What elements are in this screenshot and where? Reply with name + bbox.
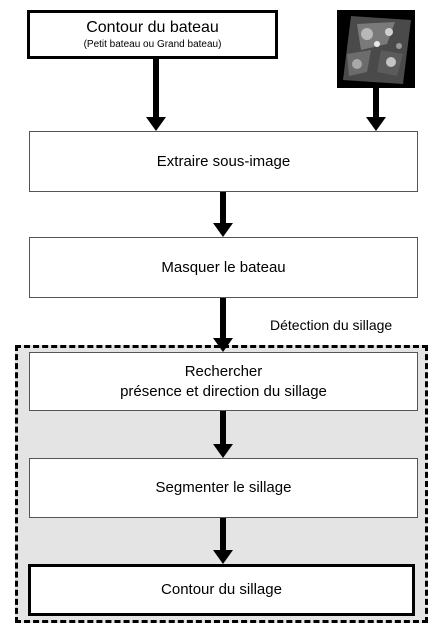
node-extract-label: Extraire sous-image bbox=[156, 152, 291, 170]
arrow-extract-to-mask bbox=[213, 192, 233, 237]
arrow-segment-to-contour bbox=[213, 518, 233, 564]
node-segment-wake: Segmenter le sillage bbox=[29, 458, 418, 518]
arrow-contour-to-extract bbox=[146, 59, 166, 131]
node-mask-boat: Masquer le bateau bbox=[29, 237, 418, 298]
node-wake-contour: Contour du sillage bbox=[28, 564, 415, 616]
arrow-search-to-segment bbox=[213, 411, 233, 458]
node-segment-label: Segmenter le sillage bbox=[155, 479, 292, 496]
node-search-line1: Rechercher bbox=[184, 362, 263, 380]
node-boat-contour: Contour du bateau (Petit bateau ou Grand… bbox=[27, 10, 278, 59]
node-boat-contour-subtitle: (Petit bateau ou Grand bateau) bbox=[83, 39, 222, 50]
arrow-mask-to-search bbox=[213, 298, 233, 352]
node-boat-contour-title: Contour du bateau bbox=[86, 19, 219, 36]
node-mask-label: Masquer le bateau bbox=[161, 258, 286, 276]
node-wake-contour-label: Contour du sillage bbox=[161, 581, 282, 598]
node-search-line2: présence et direction du sillage bbox=[120, 382, 327, 400]
node-search-wake: Rechercher présence et direction du sill… bbox=[29, 352, 418, 411]
satellite-image-icon bbox=[337, 10, 415, 88]
node-extract-subimage: Extraire sous-image bbox=[29, 131, 418, 192]
satellite-image-thumbnail bbox=[337, 10, 415, 88]
region-label: Détection du sillage bbox=[270, 317, 393, 333]
arrow-image-to-extract bbox=[366, 88, 386, 131]
